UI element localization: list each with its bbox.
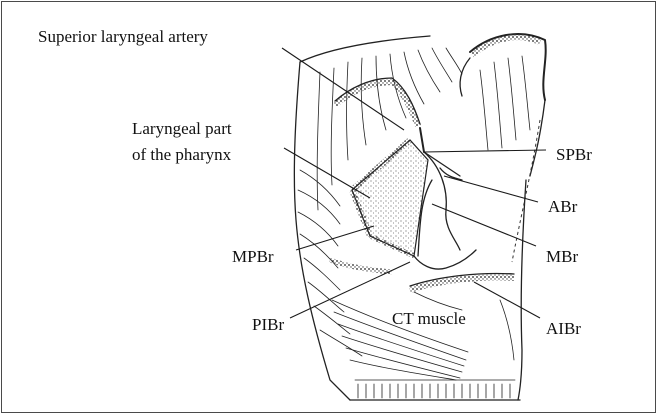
- label-abr: ABr: [548, 197, 578, 216]
- laryngeal-pharynx-region: [352, 140, 428, 256]
- label-mpbr: MPBr: [232, 247, 274, 266]
- ct-muscle-fibers: [332, 292, 514, 380]
- thyroid-lamina-dashed-edge: [512, 120, 540, 262]
- label-ct-muscle: CT muscle: [392, 309, 466, 328]
- thyroid-cartilage-top: [460, 34, 546, 176]
- label-aibr: AIBr: [546, 319, 581, 338]
- superior-laryngeal-artery: [335, 78, 420, 126]
- leader-aibr: [474, 282, 540, 318]
- label-laryngeal-part-line2: of the pharynx: [132, 145, 232, 164]
- label-spbr: SPBr: [556, 145, 592, 164]
- label-laryngeal-part-line1: Laryngeal part: [132, 119, 232, 138]
- tracheal-ring: [358, 384, 510, 398]
- cricoid-band: [330, 250, 514, 290]
- nerve-branches: [418, 128, 462, 256]
- leader-spbr: [424, 150, 546, 152]
- label-pibr: PIBr: [252, 315, 284, 334]
- label-superior-laryngeal-artery: Superior laryngeal artery: [38, 27, 208, 46]
- leader-superior-laryngeal-artery: [282, 48, 404, 130]
- leader-mpbr: [296, 226, 374, 250]
- leader-abr: [444, 176, 538, 202]
- label-mbr: MBr: [546, 247, 578, 266]
